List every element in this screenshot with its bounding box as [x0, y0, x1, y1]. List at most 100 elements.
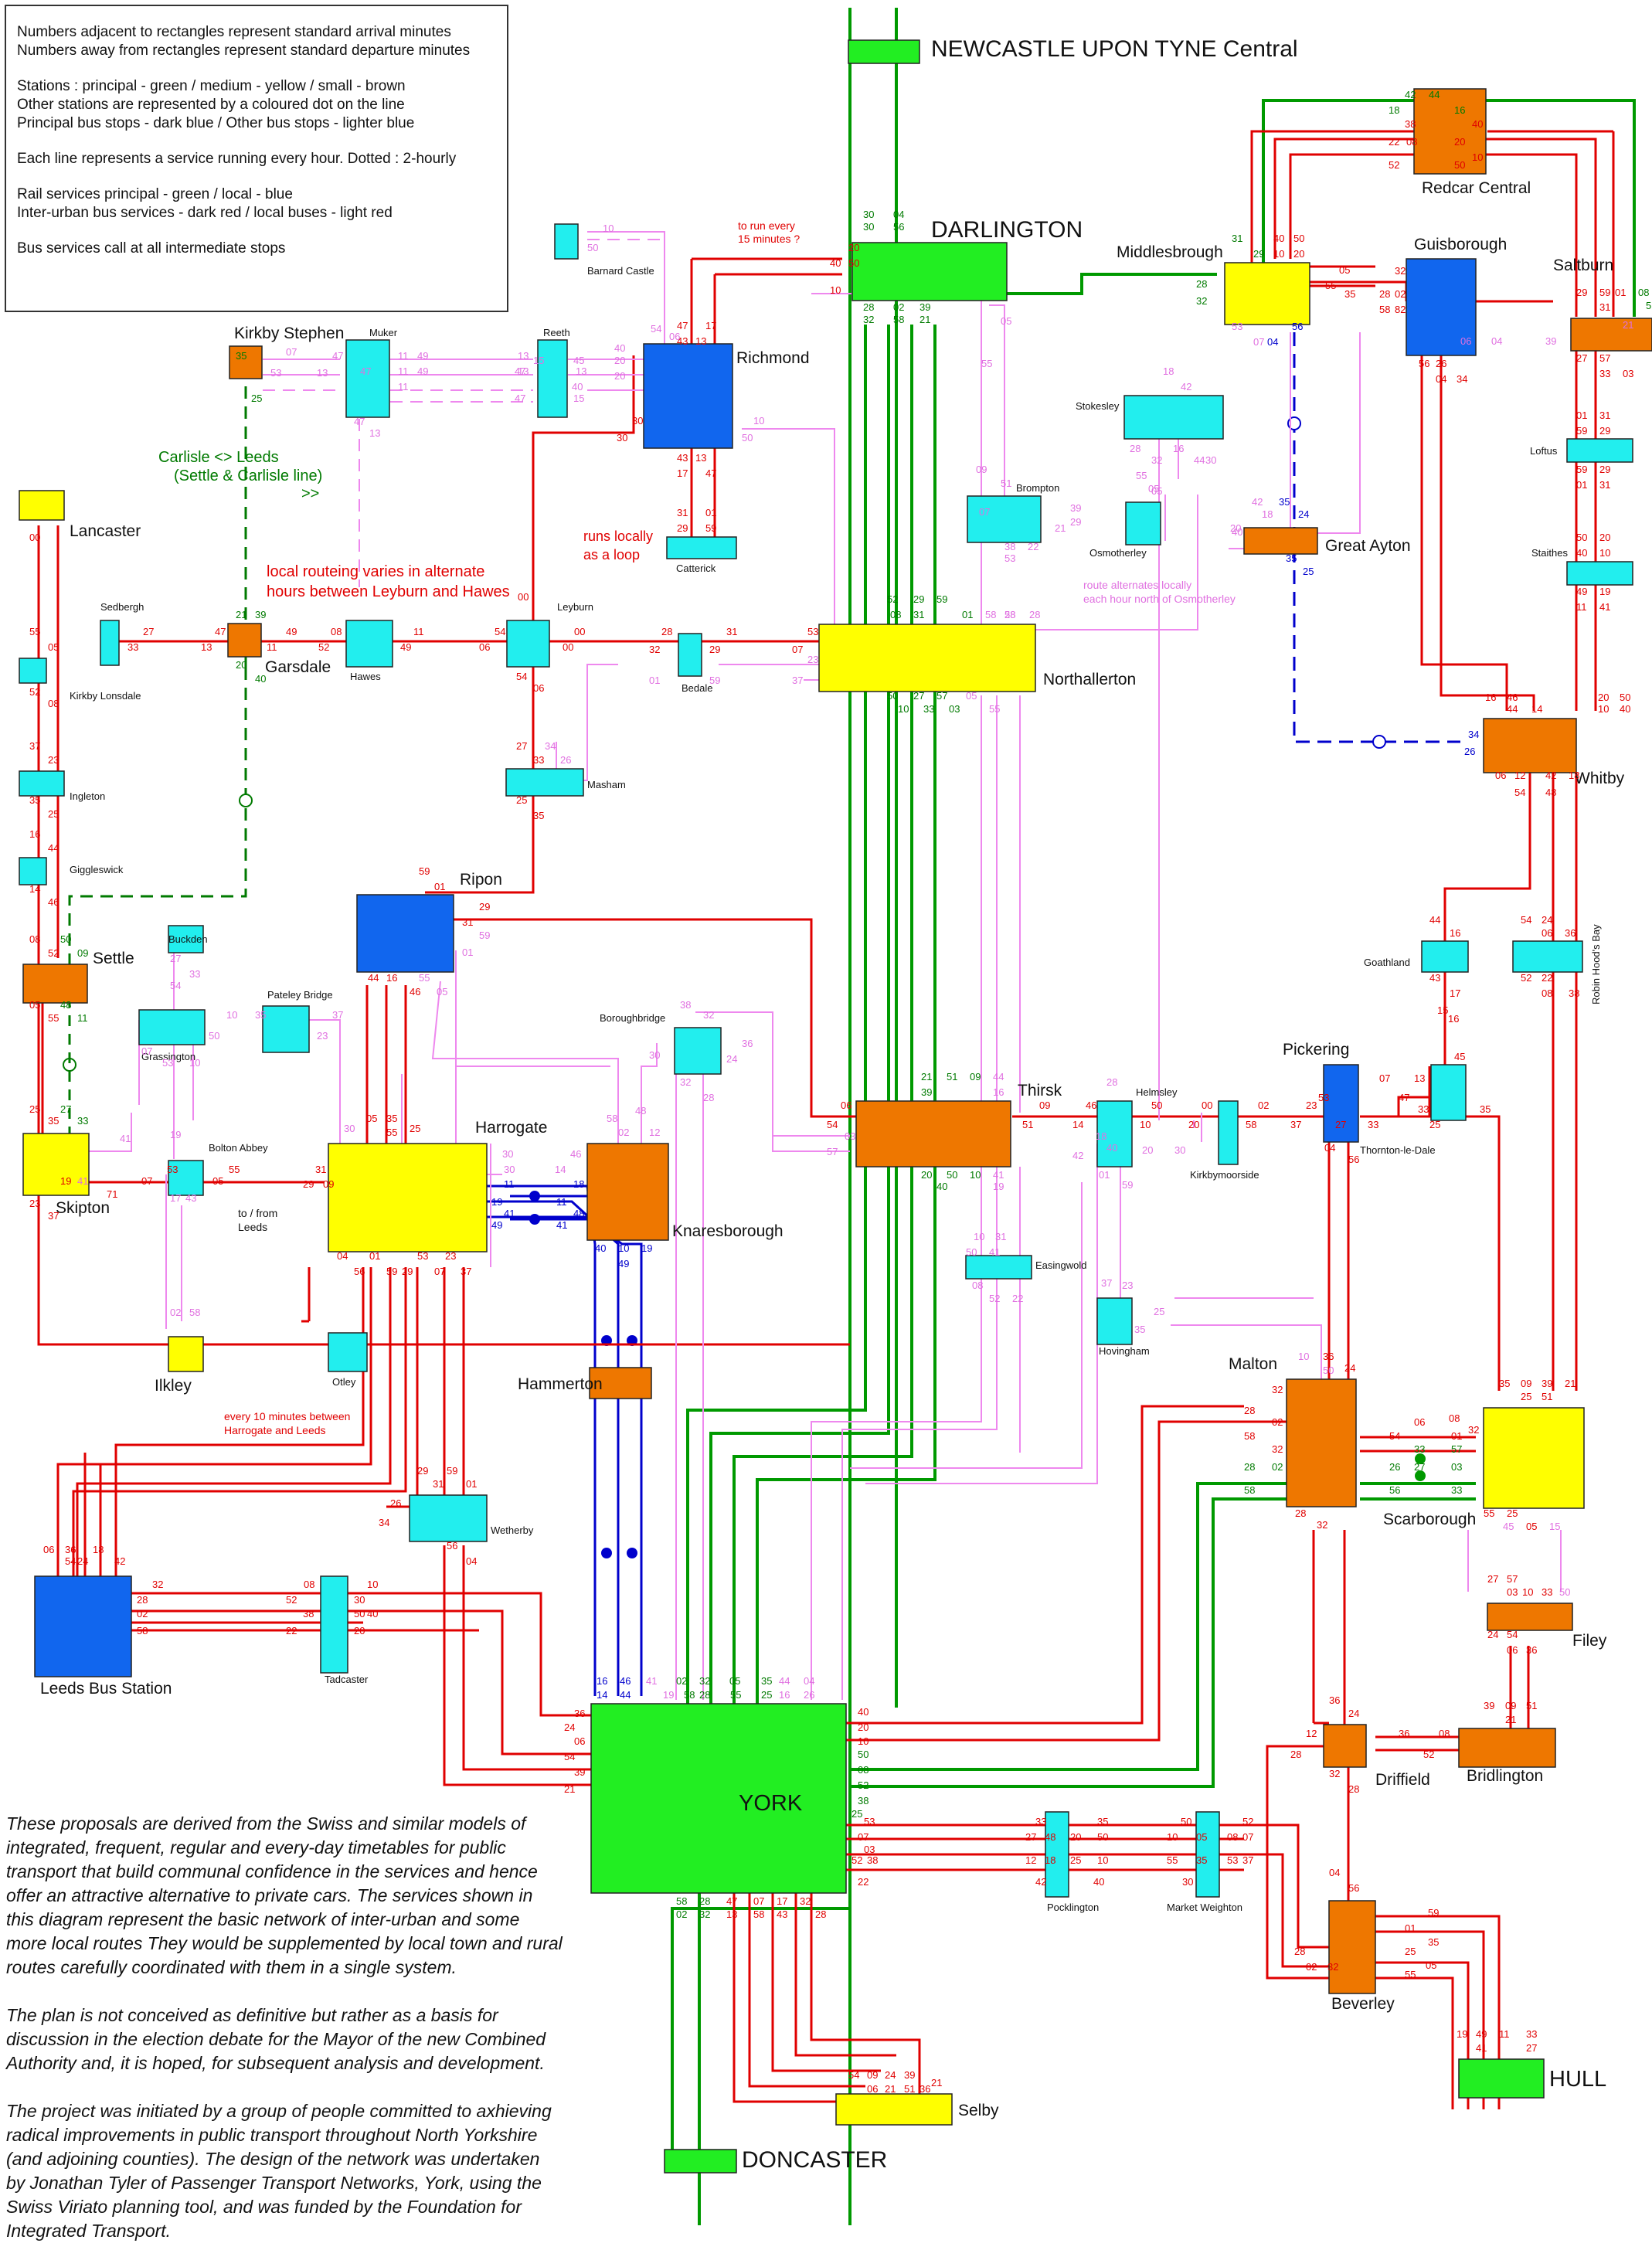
timing-number: 22: [1389, 136, 1399, 148]
timing-number: 44: [993, 1071, 1004, 1083]
timing-number: 10: [1472, 151, 1483, 163]
timing-number: 41: [993, 1169, 1004, 1181]
timing-number: 16: [597, 1675, 607, 1687]
timing-number: 20: [848, 242, 859, 253]
timing-number: 58: [137, 1625, 148, 1637]
timing-number: 38: [1405, 118, 1416, 130]
legend-line: Other stations are represented by a colo…: [17, 97, 405, 113]
station-harrogate: [328, 1143, 488, 1252]
timing-number: 19: [663, 1689, 674, 1701]
timing-number: 59: [1428, 1907, 1439, 1919]
station-label: Ingleton: [70, 790, 105, 802]
timing-number: 08: [1638, 287, 1649, 298]
timing-number: 36: [1399, 1728, 1409, 1739]
station-hull: [1458, 2058, 1545, 2099]
timing-number: 49: [618, 1258, 629, 1269]
timing-number: 52: [48, 947, 59, 959]
timing-number: 22: [1028, 541, 1038, 552]
timing-number: 39: [1484, 1700, 1494, 1711]
timing-number: 13: [369, 427, 380, 439]
timing-number: 36: [742, 1038, 753, 1049]
timing-number: 07: [858, 1831, 868, 1843]
timing-number: 37: [29, 740, 40, 752]
timing-number: 41: [1476, 2042, 1487, 2054]
station-giggleswick: [19, 857, 47, 885]
timing-number: 36: [65, 1544, 76, 1555]
timing-number: 51: [947, 1071, 957, 1083]
timing-number: 57: [936, 690, 947, 702]
timing-number: 58: [753, 1908, 764, 1920]
timing-number: 33: [923, 703, 934, 715]
timing-number: 04: [1436, 373, 1446, 385]
timing-number: 10: [618, 1242, 629, 1254]
timing-number: 32: [1317, 1519, 1327, 1531]
timing-number: 25: [1521, 1391, 1531, 1402]
station-label: Osmotherley: [1089, 547, 1147, 559]
note-paragraph: The project was initiated by a group of …: [6, 2101, 552, 2241]
timing-number: 50: [947, 1169, 957, 1181]
timing-number: 49: [400, 641, 411, 653]
timing-number: 16: [1450, 927, 1460, 939]
timing-number: 12: [649, 1127, 660, 1138]
timing-number: 32: [699, 1675, 710, 1687]
timing-number: 42: [1545, 770, 1556, 781]
timing-number: 02: [170, 1307, 181, 1318]
timing-number: 43: [185, 1192, 196, 1204]
station-pateley-bridge: [262, 1005, 310, 1053]
timing-number: 33: [1451, 1484, 1462, 1496]
station-label: DARLINGTON: [931, 217, 1083, 243]
timing-number: 28: [661, 626, 672, 637]
timing-number: 05: [1196, 1831, 1207, 1843]
timing-number: 50: [858, 1749, 868, 1760]
legend-line: Each line represents a service running e…: [17, 151, 457, 167]
timing-number: 50: [1151, 1100, 1162, 1111]
station-label: Great Ayton: [1325, 537, 1411, 555]
timing-number: 23: [317, 1030, 328, 1042]
timing-number: 04: [1267, 336, 1278, 348]
station-boroughbridge: [674, 1027, 722, 1075]
timing-number: 10: [367, 1579, 378, 1590]
timing-number: 19: [1599, 586, 1610, 597]
station-label: Muker: [369, 327, 398, 338]
timing-number: 48: [1045, 1831, 1055, 1843]
timing-number: 10: [1140, 1119, 1151, 1130]
timing-number: 28: [703, 1092, 714, 1103]
timing-number: 31: [1232, 233, 1242, 244]
timing-number: 10: [898, 703, 909, 715]
timing-number: 31: [462, 916, 473, 928]
station-ripon: [356, 894, 454, 973]
timing-number: 55: [981, 358, 992, 369]
timing-number: 54: [1521, 914, 1531, 926]
legend-line: Stations : principal - green / medium - …: [17, 78, 406, 94]
timing-number: 50: [848, 257, 859, 269]
timing-number: 07: [979, 506, 990, 518]
timing-number: 10: [603, 223, 614, 234]
timing-number: 52: [1389, 159, 1399, 171]
timing-number: 05: [1426, 1959, 1436, 1971]
timing-number: 35: [29, 794, 40, 806]
timing-number: 11: [556, 1196, 567, 1208]
station-knaresborough: [586, 1143, 669, 1241]
timing-number: 56: [447, 1540, 457, 1552]
timing-number: 20: [354, 1625, 365, 1637]
timing-number: 19: [641, 1242, 652, 1254]
timing-number: 53: [162, 1057, 173, 1069]
timing-number: 42: [1035, 1876, 1046, 1888]
timing-number: 10: [1167, 1831, 1178, 1843]
timing-number: 56: [893, 221, 904, 233]
station-leeds-bus-station: [34, 1575, 132, 1677]
timing-number: 24: [1298, 508, 1309, 520]
timing-number: 55: [1325, 280, 1336, 291]
station-great-ayton: [1243, 527, 1318, 555]
timing-number: 47: [1399, 1092, 1409, 1103]
timing-number: 29: [1576, 287, 1587, 298]
timing-number: 42: [1405, 89, 1416, 100]
timing-number: 06: [867, 2083, 878, 2095]
timing-number: 40: [936, 1181, 947, 1192]
station-otley: [328, 1332, 368, 1372]
timing-number: 35: [1344, 288, 1355, 300]
timing-number: 20: [921, 1169, 932, 1181]
timing-number: 20: [1599, 532, 1610, 543]
station-label: Market Weighton: [1167, 1902, 1242, 1913]
